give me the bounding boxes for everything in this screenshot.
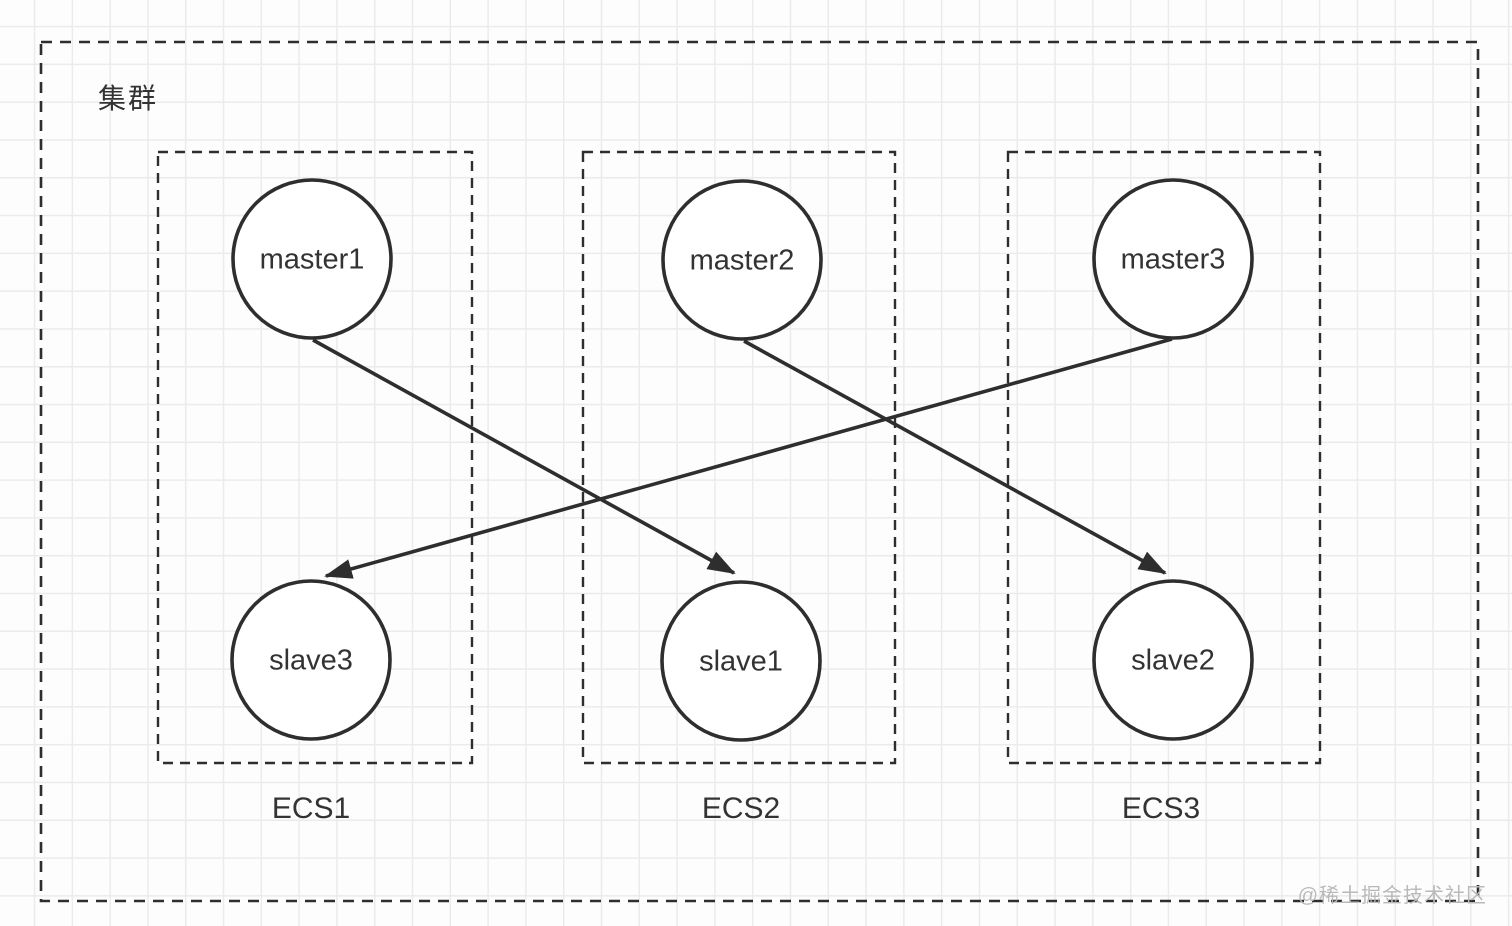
cluster-label: 集群 (97, 83, 159, 114)
node-label-slave3: slave3 (269, 644, 353, 677)
node-label-master3: master3 (1120, 243, 1226, 276)
node-slave1 (660, 580, 822, 742)
node-master2 (661, 179, 823, 341)
ecs3-boundary (1006, 150, 1322, 765)
ecs2-boundary (581, 150, 897, 765)
cluster-boundary (39, 40, 1480, 903)
node-slave3 (230, 579, 392, 741)
node-label-slave1: slave1 (699, 645, 783, 678)
watermark-text: @稀土掘金技术社区 (1297, 885, 1487, 907)
ecs3-label: ECS3 (1121, 792, 1201, 825)
edge-master2-to-slave2 (743, 339, 1167, 575)
node-master1 (231, 178, 393, 340)
ecs1-label: ECS1 (271, 792, 351, 825)
node-label-slave2: slave2 (1131, 644, 1215, 677)
node-slave2 (1092, 579, 1254, 741)
node-master3 (1092, 178, 1254, 340)
edge-master1-to-slave1 (312, 338, 736, 575)
ecs1-boundary (156, 150, 474, 765)
edge-master3-to-slave3 (324, 337, 1173, 579)
node-label-master1: master1 (259, 243, 365, 276)
ecs2-label: ECS2 (701, 792, 781, 825)
node-label-master2: master2 (689, 244, 795, 277)
